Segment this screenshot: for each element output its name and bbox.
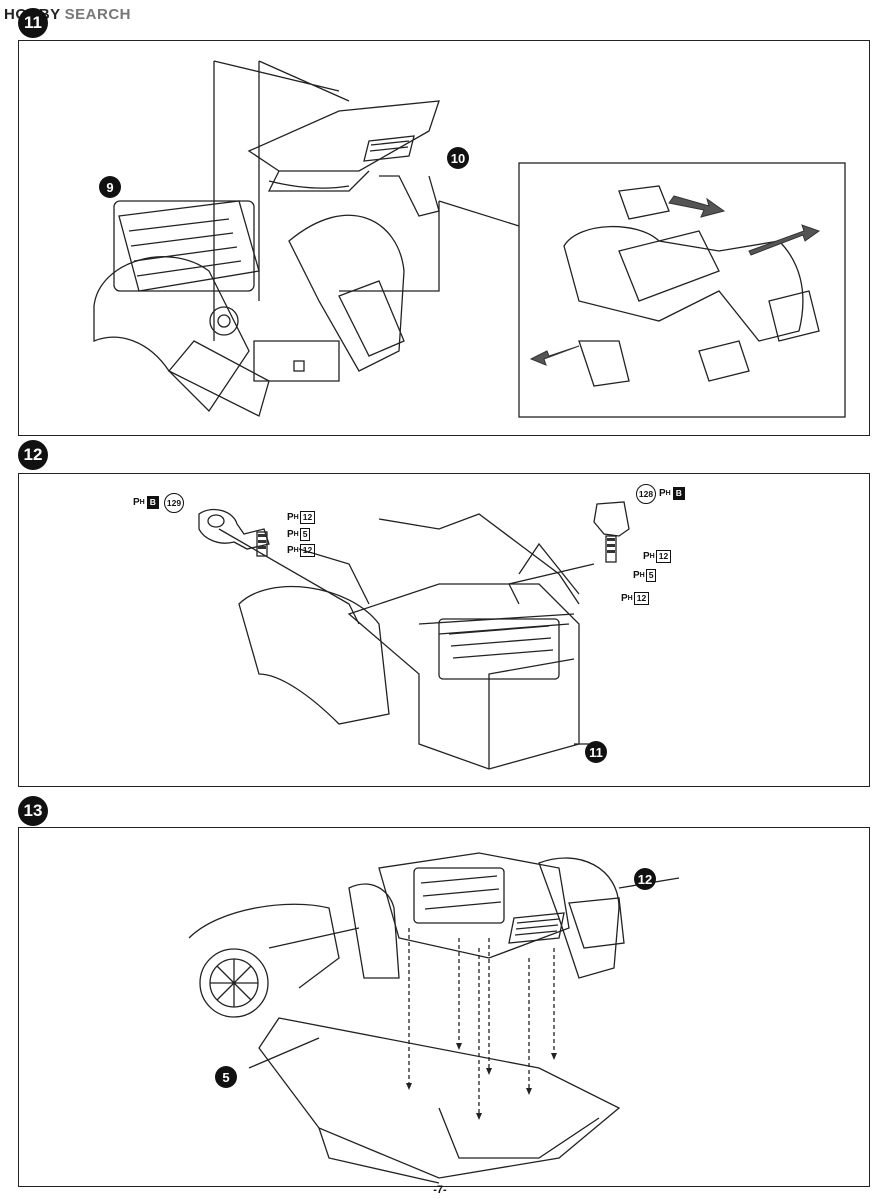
right-screw-2-size: 5 <box>645 569 657 582</box>
right-part-box: B <box>672 487 685 500</box>
right-screw-2-sub: H <box>639 572 645 579</box>
left-part-sub: H <box>139 499 145 506</box>
left-screw-1-sub: H <box>293 514 299 521</box>
page-number: -7- <box>433 1184 447 1196</box>
step-13-panel: 12 5 <box>18 827 870 1187</box>
left-screw-1-size: 12 <box>299 511 316 524</box>
right-screw-2-prefix: P <box>633 570 640 581</box>
right-screw-3-sub: H <box>627 595 633 602</box>
left-part-letter: P <box>133 497 140 508</box>
step-12-diagram <box>198 501 630 770</box>
callout-9: 9 <box>99 176 121 198</box>
right-screw-1-prefix: P <box>643 551 650 562</box>
callout-12: 12 <box>634 868 656 890</box>
left-screw-2-prefix: P <box>287 529 294 540</box>
left-screw-3-size: 12 <box>299 544 316 557</box>
left-screw-1-prefix: P <box>287 512 294 523</box>
left-screw-3-sub: H <box>293 547 299 554</box>
callout-5: 5 <box>215 1066 237 1088</box>
step-11-panel: 9 10 <box>18 40 870 436</box>
right-screw-1-sub: H <box>649 553 655 560</box>
logo-text: SEARCH <box>64 5 132 23</box>
callout-11: 11 <box>585 741 607 763</box>
right-screw-1-size: 12 <box>655 550 672 563</box>
left-part-box: B <box>146 496 159 509</box>
callout-10: 10 <box>447 147 469 169</box>
left-screw-3-prefix: P <box>287 545 294 556</box>
step-11-diagram <box>93 60 846 418</box>
left-screw-2-size: 5 <box>299 528 311 541</box>
part-129: 129 <box>164 493 184 513</box>
right-part-sub: H <box>665 490 671 497</box>
step-13-diagram <box>188 852 680 1184</box>
right-screw-3-prefix: P <box>621 593 628 604</box>
part-128: 128 <box>636 484 656 504</box>
right-screw-3-size: 12 <box>633 592 650 605</box>
right-part-letter: P <box>659 488 666 499</box>
step-12-badge: 12 <box>18 440 48 470</box>
step-11-badge: 11 <box>18 8 48 38</box>
step-13-badge: 13 <box>18 796 48 826</box>
left-screw-2-sub: H <box>293 531 299 538</box>
